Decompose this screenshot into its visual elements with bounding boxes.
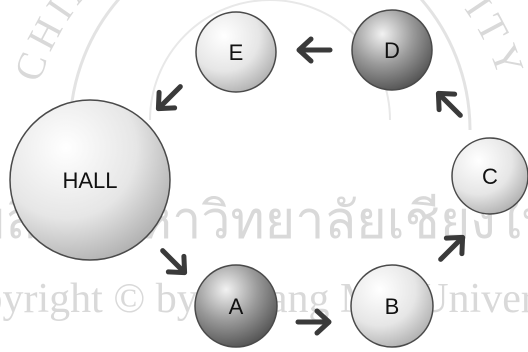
node-hall-circle [9,99,171,261]
node-a: A [194,264,278,348]
node-hall-label: HALL [62,168,117,193]
arrow-d-to-e [296,36,333,64]
arrow-head [155,89,178,112]
node-e-circle [195,11,277,93]
node-c-circle [451,137,528,215]
node-e: E [195,11,277,93]
arrow-c-to-d [435,90,463,118]
node-b-label: B [385,294,400,319]
node-d: D [351,9,433,91]
edges-layer [155,36,466,336]
node-e-label: E [229,40,244,65]
node-a-circle [194,264,278,348]
arrow-hall-to-a [160,248,188,276]
node-hall: HALL [9,99,171,261]
node-c: C [451,137,528,215]
nodes-layer: HALL A B C D E [9,9,528,348]
arrow-head [165,253,188,276]
arrow-head [435,90,458,113]
arrow-head [314,308,332,336]
node-b-circle [350,264,434,348]
arrow-head [443,234,466,257]
node-d-circle [351,9,433,91]
arrow-a-to-b [295,308,332,336]
arrow-shaft [160,248,186,274]
arrow-shaft [438,236,464,262]
arrow-head [296,36,314,64]
node-b: B [350,264,434,348]
node-a-label: A [229,294,244,319]
node-d-label: D [384,38,400,63]
arrow-b-to-c [438,234,466,262]
arrow-shaft [437,92,463,118]
arrow-e-to-hall [155,84,183,112]
node-c-label: C [482,164,498,189]
arrow-shaft [157,84,183,110]
watermark-seal-ring [68,0,472,131]
